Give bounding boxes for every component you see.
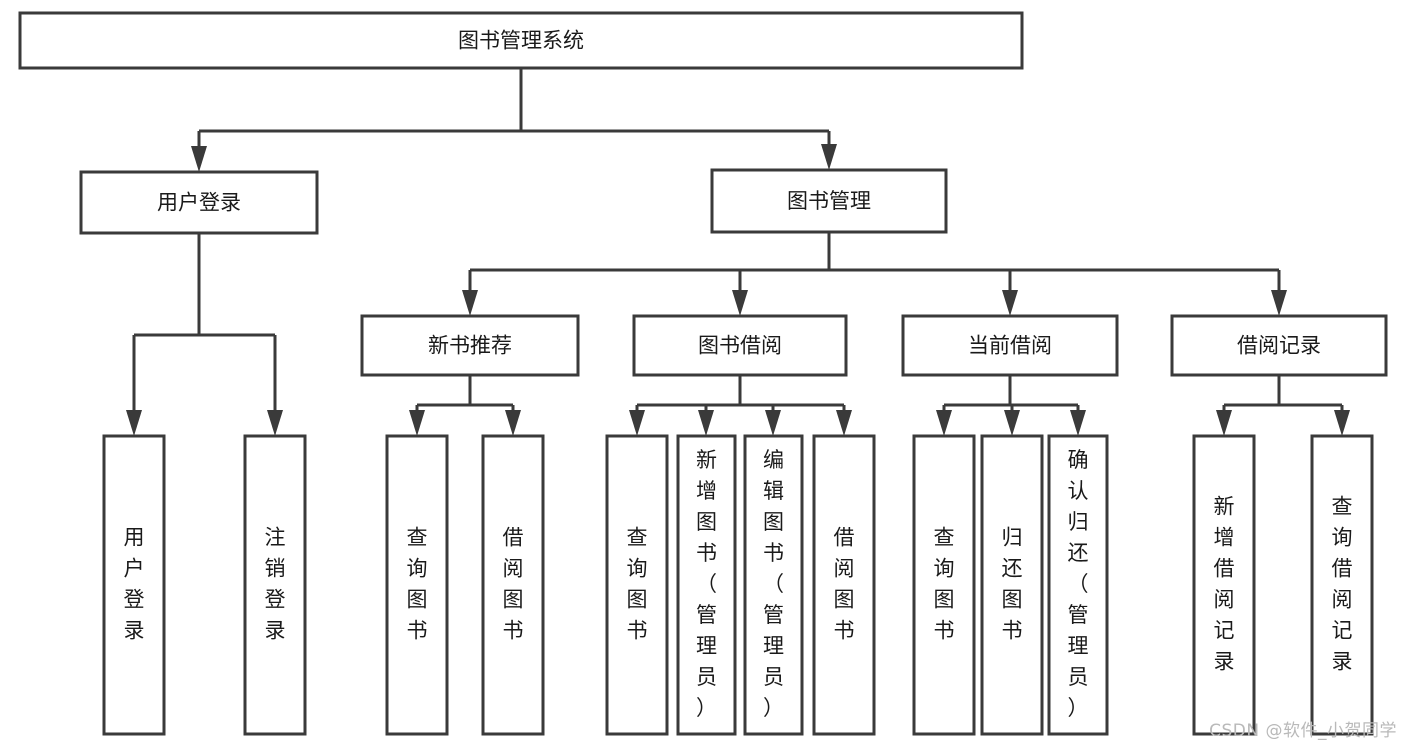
arrow-head-icon [1334, 410, 1350, 436]
node-root[interactable]: 图书管理系统 [18, 11, 1024, 70]
node-user-login[interactable]: 用户登录 [79, 170, 319, 235]
arrow-head-icon [191, 146, 207, 172]
node-leaf-user-login[interactable]: 用户登录 [102, 434, 166, 736]
arrow-head-icon [1004, 410, 1020, 436]
arrow-head-icon [1271, 290, 1287, 316]
node-box-leaf-edit-book[interactable] [743, 434, 804, 736]
node-label-book-borrow: 图书借阅 [698, 334, 782, 358]
arrow-head-icon [732, 290, 748, 316]
connector-group-book-manage-to-level2 [462, 232, 1287, 316]
node-book-borrow[interactable]: 图书借阅 [632, 314, 848, 377]
node-leaf-query-record[interactable]: 查询借阅记录 [1310, 434, 1374, 736]
node-label-leaf-return-book: 归还图书 [1002, 526, 1023, 643]
arrow-head-icon [698, 410, 714, 436]
node-label-leaf-query-record: 查询借阅记录 [1332, 495, 1353, 674]
node-box-leaf-query-book-1[interactable] [385, 434, 449, 736]
node-borrow-record[interactable]: 借阅记录 [1170, 314, 1388, 377]
node-book-manage[interactable]: 图书管理 [710, 168, 948, 234]
arrow-head-icon [836, 410, 852, 436]
connector-group-root-to-level1 [191, 68, 837, 172]
arrow-head-icon [765, 410, 781, 436]
node-label-current-borrow: 当前借阅 [968, 334, 1052, 358]
arrow-head-icon [462, 290, 478, 316]
nodes-layer: 图书管理系统用户登录图书管理新书推荐图书借阅当前借阅借阅记录用户登录注销登录查询… [18, 11, 1388, 736]
node-label-leaf-borrow-book-1: 借阅图书 [503, 526, 524, 643]
node-leaf-edit-book[interactable]: 编辑图书（管理员） [743, 434, 804, 736]
node-box-borrow-record[interactable] [1170, 314, 1388, 377]
node-label-book-manage: 图书管理 [787, 189, 871, 213]
node-leaf-add-book[interactable]: 新增图书（管理员） [676, 434, 737, 736]
node-label-root: 图书管理系统 [458, 29, 584, 53]
node-label-leaf-add-book: 新增图书（管理员） [696, 448, 717, 720]
node-leaf-add-record[interactable]: 新增借阅记录 [1192, 434, 1256, 736]
node-box-leaf-query-record[interactable] [1310, 434, 1374, 736]
arrow-head-icon [1070, 410, 1086, 436]
arrow-head-icon [409, 410, 425, 436]
arrow-head-icon [821, 144, 837, 170]
node-label-borrow-record: 借阅记录 [1237, 334, 1321, 358]
node-box-leaf-borrow-book-1[interactable] [481, 434, 545, 736]
connector-group-new-book-recommend-to-leaves [409, 375, 521, 436]
node-leaf-logout[interactable]: 注销登录 [243, 434, 307, 736]
node-box-book-manage[interactable] [710, 168, 948, 234]
node-leaf-query-book-3[interactable]: 查询图书 [912, 434, 976, 736]
node-box-current-borrow[interactable] [901, 314, 1119, 377]
arrow-head-icon [1216, 410, 1232, 436]
edges-layer [126, 68, 1350, 436]
node-box-leaf-user-login[interactable] [102, 434, 166, 736]
node-box-new-book-recommend[interactable] [360, 314, 580, 377]
arrow-head-icon [1002, 290, 1018, 316]
node-box-leaf-add-book[interactable] [676, 434, 737, 736]
node-label-leaf-logout: 注销登录 [265, 526, 286, 643]
arrow-head-icon [936, 410, 952, 436]
node-label-new-book-recommend: 新书推荐 [428, 334, 512, 358]
node-leaf-confirm-return[interactable]: 确认归还（管理员） [1047, 434, 1109, 736]
connector-group-current-borrow-to-leaves [936, 375, 1086, 436]
connector-group-book-borrow-to-leaves [629, 375, 852, 436]
arrow-head-icon [126, 410, 142, 436]
node-leaf-return-book[interactable]: 归还图书 [980, 434, 1044, 736]
node-new-book-recommend[interactable]: 新书推荐 [360, 314, 580, 377]
node-label-leaf-query-book-2: 查询图书 [627, 526, 648, 643]
node-box-leaf-query-book-3[interactable] [912, 434, 976, 736]
node-label-leaf-add-record: 新增借阅记录 [1214, 495, 1235, 674]
arrow-head-icon [505, 410, 521, 436]
node-current-borrow[interactable]: 当前借阅 [901, 314, 1119, 377]
arrow-head-icon [267, 410, 283, 436]
node-label-leaf-confirm-return: 确认归还（管理员） [1068, 448, 1089, 720]
node-leaf-query-book-1[interactable]: 查询图书 [385, 434, 449, 736]
node-label-leaf-borrow-book-2: 借阅图书 [834, 526, 855, 643]
connector-group-borrow-record-to-leaves [1216, 375, 1350, 436]
node-box-leaf-query-book-2[interactable] [605, 434, 669, 736]
node-label-leaf-edit-book: 编辑图书（管理员） [763, 448, 784, 720]
node-box-leaf-return-book[interactable] [980, 434, 1044, 736]
node-box-leaf-add-record[interactable] [1192, 434, 1256, 736]
node-box-book-borrow[interactable] [632, 314, 848, 377]
node-box-root[interactable] [18, 11, 1024, 70]
node-leaf-borrow-book-2[interactable]: 借阅图书 [812, 434, 876, 736]
node-box-leaf-confirm-return[interactable] [1047, 434, 1109, 736]
node-label-leaf-user-login: 用户登录 [124, 526, 145, 643]
arrow-head-icon [629, 410, 645, 436]
node-label-leaf-query-book-3: 查询图书 [934, 526, 955, 643]
node-box-leaf-logout[interactable] [243, 434, 307, 736]
node-box-user-login[interactable] [79, 170, 319, 235]
node-leaf-query-book-2[interactable]: 查询图书 [605, 434, 669, 736]
node-label-user-login: 用户登录 [157, 191, 241, 215]
node-label-leaf-query-book-1: 查询图书 [407, 526, 428, 643]
connector-group-user-login-to-leaves [126, 233, 283, 436]
node-leaf-borrow-book-1[interactable]: 借阅图书 [481, 434, 545, 736]
node-box-leaf-borrow-book-2[interactable] [812, 434, 876, 736]
